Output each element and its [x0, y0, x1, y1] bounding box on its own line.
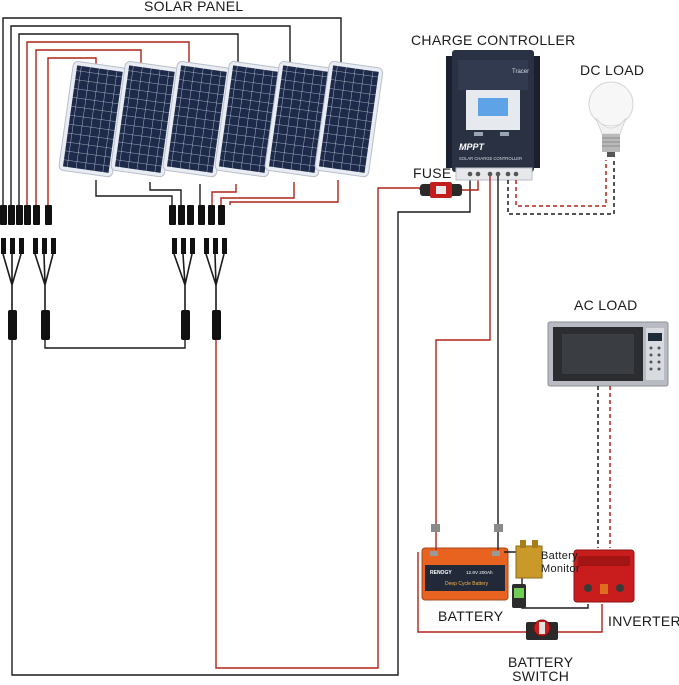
controller-brand: Tracer	[512, 69, 529, 75]
middle-panel-wiring	[95, 180, 339, 205]
battery-negative-terminal	[494, 524, 503, 532]
inverter	[573, 549, 635, 603]
ac-load-label: AC LOAD	[574, 297, 638, 313]
battery-monitor-label-line2: Monitor	[541, 563, 580, 575]
solar-panel-6	[314, 61, 384, 178]
fuse	[420, 182, 462, 198]
dc-load-label: DC LOAD	[580, 62, 645, 78]
inverter-label: INVERTER	[608, 613, 679, 629]
battery-switch	[526, 619, 558, 640]
mc4-connectors-middle	[169, 205, 227, 254]
controller-screen	[478, 98, 508, 116]
controller-subtitle: SOLAR CHARGE CONTROLLER	[459, 156, 522, 161]
battery-label: BATTERY	[438, 608, 504, 624]
dc-load-wiring	[507, 160, 615, 215]
battery-monitor-shunt	[512, 540, 543, 608]
ac-load-microwave	[547, 321, 669, 387]
branch-connector-bodies-left	[8, 310, 50, 340]
branch-connectors-left	[2, 253, 54, 312]
dc-load-bulb	[588, 81, 634, 157]
battery-switch-label-line2: SWITCH	[512, 668, 570, 684]
battery-monitor-label-line1: Battery	[541, 550, 578, 562]
ac-load-wiring	[597, 386, 611, 548]
solar-panel-2	[110, 61, 180, 178]
solar-panel-5	[264, 61, 334, 178]
pv-main-wiring	[11, 176, 479, 676]
solar-panel-array	[58, 61, 384, 178]
battery-switch-label-line1: BATTERY	[508, 654, 574, 670]
battery-spec: 12.8V 200Ah	[466, 570, 493, 575]
solar-panel-1	[58, 61, 128, 178]
controller-mppt-text: MPPT	[459, 142, 486, 152]
battery-monitor-label: Battery Monitor	[541, 550, 580, 576]
battery-brand: RENOGY	[430, 570, 452, 576]
battery-type: Deep Cycle Battery	[445, 581, 489, 587]
fuse-label: FUSE	[413, 165, 452, 181]
solar-panel-4	[214, 61, 284, 178]
battery-switch-label: BATTERY SWITCH	[508, 655, 573, 683]
branch-connector-bodies-middle	[181, 310, 221, 340]
mc4-connectors-left	[0, 205, 56, 254]
branch-connectors-middle	[173, 253, 225, 312]
battery-positive-terminal	[431, 524, 440, 532]
series-link-wire	[44, 340, 186, 349]
solar-panel-label: SOLAR PANEL	[144, 0, 244, 14]
battery: RENOGY 12.8V 200Ah Deep Cycle Battery	[421, 547, 509, 601]
charge-controller-label: CHARGE CONTROLLER	[411, 32, 576, 48]
left-panel-wiring	[2, 17, 342, 205]
charge-controller: Tracer MPPT SOLAR CHARGE CONTROLLER	[446, 50, 540, 181]
battery-charge-wiring	[435, 176, 499, 530]
